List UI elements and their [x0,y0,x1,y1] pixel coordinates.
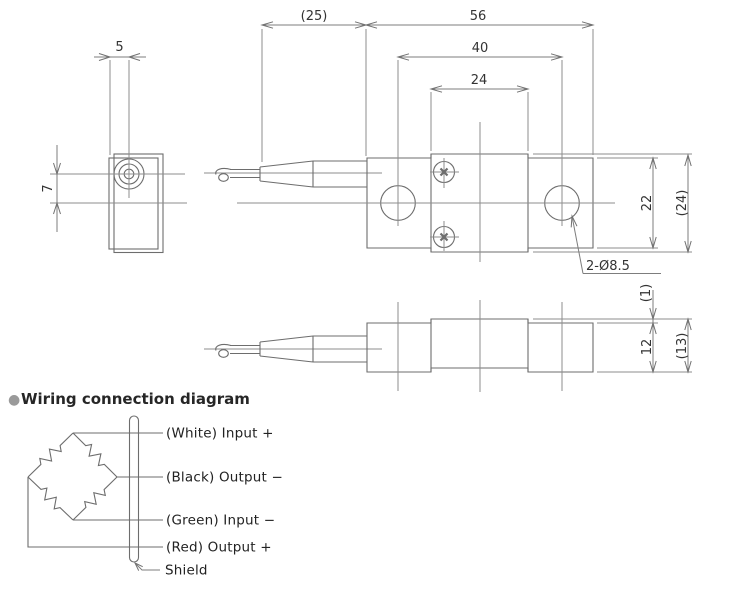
dim-block-height: (24) [675,190,690,217]
section-bullet-icon: ● [8,392,20,408]
wire-red [27,477,163,548]
label-shield: Shield [165,563,208,579]
cable-end-loop [218,173,229,182]
shield-leader [134,562,160,571]
cable-boot [259,160,314,188]
dim-body-height: 22 [640,195,655,212]
dim-step: (1) [639,284,654,302]
wiring-diagram-title: Wiring connection diagram [21,390,250,408]
screw-bottom [430,221,459,251]
dim-body-thickness: 12 [640,339,655,356]
dim-cable-length: (25) [301,9,328,24]
dim-left-height: 7 [41,184,56,192]
screw-top [430,158,459,188]
left-end-view: 5 7 [41,40,187,254]
resistor-bottom-left [27,476,74,521]
label-input-plus: (White) Input + [166,426,274,442]
cable-sheath [128,415,140,563]
dim-left-width: 5 [115,40,123,55]
dim-hole-pitch: 40 [472,41,489,56]
plan-view: (25) 56 40 24 22 (24) 2-Ø8.5 [204,9,692,274]
bridge-wires [27,432,163,571]
wheatstone-bridge [27,432,118,521]
side-view: (1) 12 (13) [204,284,692,392]
label-output-minus: (Black) Output − [166,470,283,486]
label-input-minus: (Green) Input − [166,513,275,529]
cable-sleeve [313,160,367,188]
wiring-diagram: ● Wiring connection diagram (White) Inpu… [8,390,283,579]
resistor-top-left [27,432,74,478]
dim-hole-note: 2-Ø8.5 [586,259,630,274]
dim-block-width: 24 [471,73,488,88]
dim-total-thickness: (13) [675,333,690,360]
resistor-top-right [72,432,118,478]
label-output-plus: (Red) Output + [166,540,272,556]
dim-total-length: 56 [470,9,487,24]
resistor-bottom-right [72,476,118,521]
